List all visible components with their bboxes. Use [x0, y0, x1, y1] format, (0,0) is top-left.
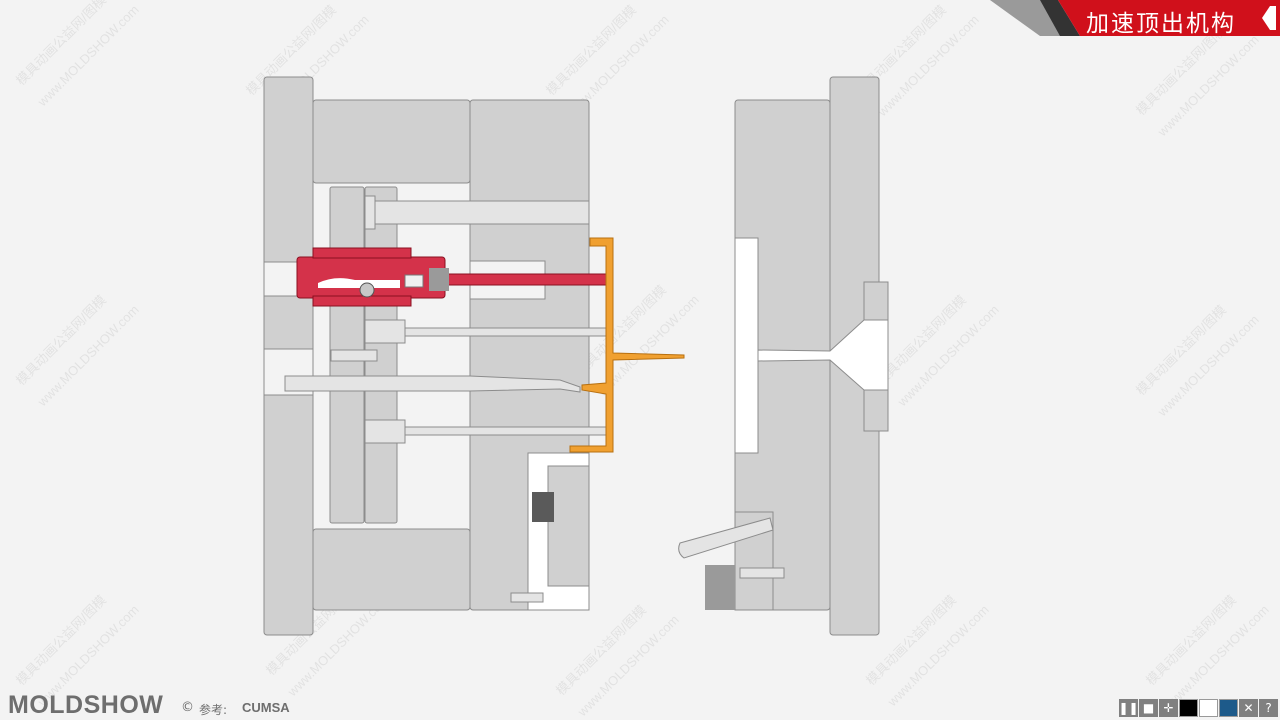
return-pin: [364, 200, 590, 225]
bg-white-button[interactable]: [1199, 699, 1218, 717]
accelerator-end-cap: [429, 268, 449, 291]
stop-button[interactable]: ■: [1139, 699, 1158, 717]
help-button[interactable]: ?: [1259, 699, 1278, 717]
sprue-puller-rod: [284, 375, 581, 393]
move-button[interactable]: ✛: [1159, 699, 1178, 717]
bg-black-button[interactable]: [1179, 699, 1198, 717]
close-button[interactable]: ✕: [1239, 699, 1258, 717]
moldshow-logo: MOLDSHOW: [8, 691, 164, 719]
copyright-symbol: ©: [181, 700, 194, 715]
spacer-block-bottom: [312, 528, 471, 611]
moving-half: [263, 76, 685, 636]
help-icon: ?: [1265, 701, 1272, 715]
accelerated-ejector-mechanism: [296, 247, 607, 307]
move-icon: ✛: [1163, 701, 1174, 715]
slide-insert: [547, 465, 590, 587]
pinion-gear-icon: [359, 282, 375, 298]
ejector-pin-upper-head: [364, 319, 406, 344]
screw: [330, 349, 378, 362]
accelerator-flange: [312, 247, 412, 259]
stop-icon: ■: [1142, 701, 1155, 715]
bg-blue-button[interactable]: [1219, 699, 1238, 717]
slide-lock: [532, 492, 554, 522]
sprue-bushing: [757, 319, 889, 391]
accelerator-flange-b: [312, 295, 412, 307]
angle-pin: [678, 517, 774, 559]
page-title: 加速顶出机构: [1086, 11, 1236, 37]
spacer-block-top: [312, 99, 471, 184]
playback-controls: ❚❚■ ✛ ✕?: [1118, 699, 1278, 717]
cavity-insert: [734, 237, 759, 454]
latch-block: [705, 565, 735, 610]
accelerator-rod: [444, 273, 607, 286]
fixed-half: [678, 76, 889, 636]
ejector-pin-lower-head: [364, 419, 406, 444]
rack-cutout: [318, 278, 400, 288]
reference-name: CUMSA: [242, 700, 290, 715]
return-pin-head: [364, 195, 376, 230]
molded-part: [569, 237, 685, 453]
close-icon: ✕: [1243, 701, 1254, 715]
reference-label: 参考:: [199, 703, 228, 717]
title-banner: [990, 0, 1280, 36]
slide-bolt: [510, 592, 544, 603]
spring: [404, 274, 424, 288]
back-arrow-icon: [1262, 6, 1276, 30]
pause-icon: ❚❚: [1118, 701, 1139, 715]
latch-spring: [739, 567, 785, 579]
pause-button[interactable]: ❚❚: [1118, 699, 1139, 717]
